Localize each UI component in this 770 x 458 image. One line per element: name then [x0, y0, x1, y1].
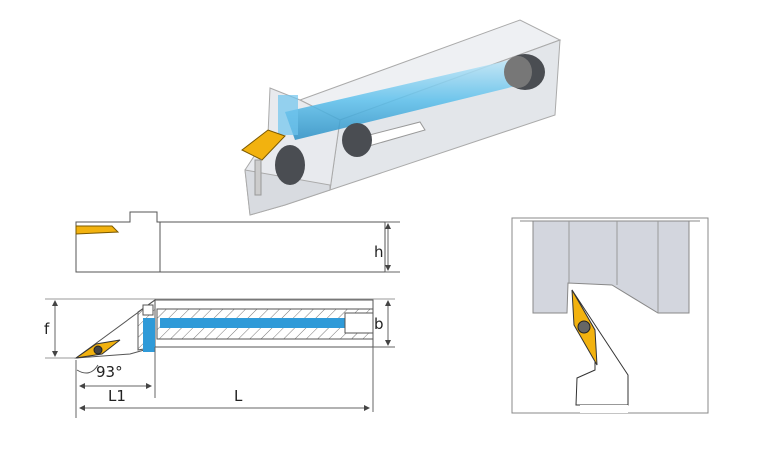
label-f: f [44, 320, 50, 338]
label-L: L [234, 387, 243, 405]
screw-3d [275, 54, 545, 185]
angle-arc [76, 364, 99, 374]
isometric-view [241, 19, 562, 216]
insert-side [75, 225, 120, 235]
insert-3d [241, 129, 286, 161]
dimension-h [385, 221, 400, 273]
coolant-channel [160, 318, 345, 328]
dimension-b [373, 300, 395, 348]
label-L1: L1 [108, 387, 126, 405]
top-view [45, 298, 395, 359]
label-h: h [374, 243, 384, 261]
label-angle: 93° [96, 363, 123, 381]
application-detail [511, 217, 709, 414]
side-view [75, 211, 386, 273]
dimension-L1-L [75, 347, 374, 418]
coolant-channel-3d [285, 60, 520, 140]
label-b: b [374, 315, 384, 333]
